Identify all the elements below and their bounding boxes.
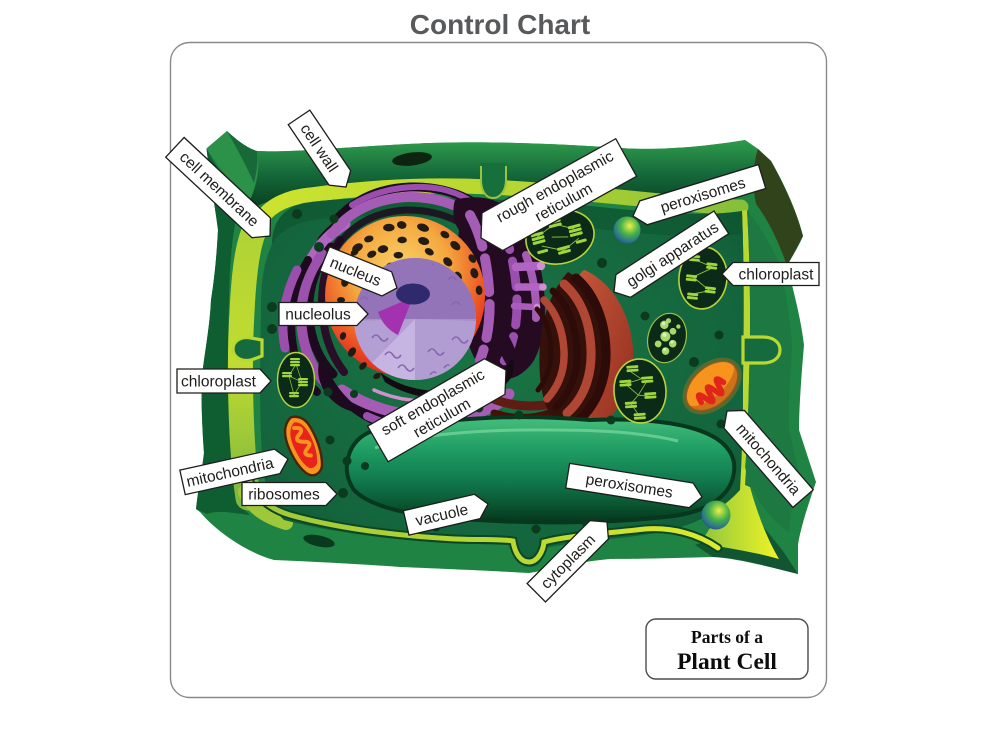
- svg-text:chloroplast: chloroplast: [739, 267, 815, 284]
- svg-text:ribosomes: ribosomes: [248, 487, 320, 504]
- svg-text:Parts of a: Parts of a: [691, 627, 763, 647]
- svg-text:Control Chart: Control Chart: [410, 9, 590, 40]
- svg-text:nucleolus: nucleolus: [285, 307, 351, 324]
- svg-text:Plant Cell: Plant Cell: [677, 649, 777, 675]
- svg-text:chloroplast: chloroplast: [181, 374, 257, 391]
